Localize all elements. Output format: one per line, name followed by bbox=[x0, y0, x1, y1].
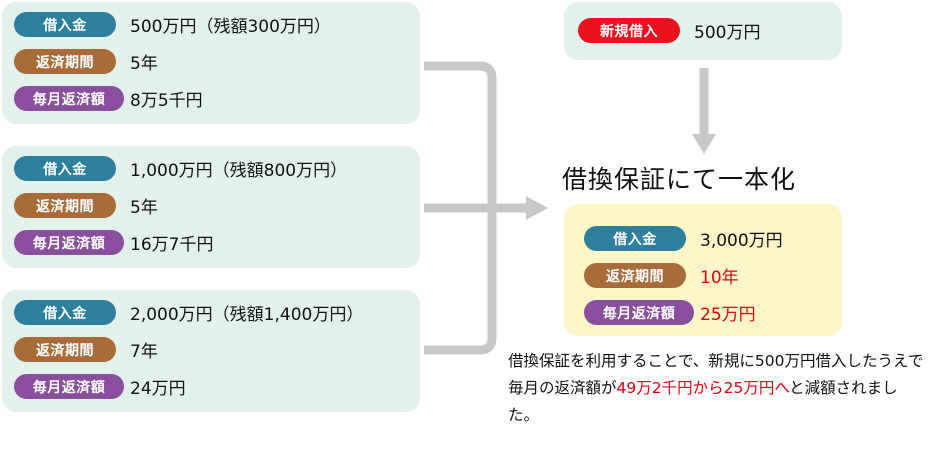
loan-1-amount: 500万円（残額300万円） bbox=[130, 17, 331, 37]
monthly-label-pill: 毎月返済額 bbox=[14, 374, 124, 399]
note-text-1: 借換保証を利用することで、新規に500万円借入したうえで毎月の返済額が bbox=[508, 352, 924, 397]
loan-3-monthly: 24万円 bbox=[130, 379, 186, 399]
loan-2-monthly: 16万7千円 bbox=[130, 235, 214, 255]
loan-1-term: 5年 bbox=[130, 54, 158, 74]
loan-label-pill: 借入金 bbox=[14, 300, 116, 325]
loan-2-monthly-row: 毎月返済額 16万7千円 bbox=[14, 230, 213, 255]
consolidated-amount-row: 借入金 3,000万円 bbox=[584, 226, 783, 251]
consolidated-card: 借入金 3,000万円 返済期間 10年 毎月返済額 25万円 bbox=[564, 204, 842, 336]
loan-2-term: 5年 bbox=[130, 198, 158, 218]
consolidated-monthly-row: 毎月返済額 25万円 bbox=[584, 300, 756, 325]
consolidated-monthly: 25万円 bbox=[700, 305, 756, 325]
loan-2-amount-row: 借入金 1,000万円（残額800万円） bbox=[14, 156, 347, 181]
note-text-2: と減額されました。 bbox=[508, 379, 898, 424]
new-loan-card: 新規借入 500万円 bbox=[564, 2, 842, 60]
consolidated-amount: 3,000万円 bbox=[700, 231, 783, 251]
loan-1-term-row: 返済期間 5年 bbox=[14, 49, 158, 74]
monthly-label-pill: 毎月返済額 bbox=[584, 300, 694, 325]
arrow-right-head bbox=[526, 196, 548, 220]
monthly-label-pill: 毎月返済額 bbox=[14, 230, 124, 255]
consolidation-heading: 借換保証にて一本化 bbox=[562, 165, 797, 194]
term-label-pill: 返済期間 bbox=[14, 193, 116, 218]
new-loan-amount: 500万円 bbox=[694, 23, 761, 43]
loan-3-amount: 2,000万円（残額1,400万円） bbox=[130, 305, 364, 325]
loan-label-pill: 借入金 bbox=[14, 12, 116, 37]
loan-label-pill: 借入金 bbox=[14, 156, 116, 181]
loan-1-amount-row: 借入金 500万円（残額300万円） bbox=[14, 12, 331, 37]
loan-label-pill: 借入金 bbox=[584, 226, 686, 251]
term-label-pill: 返済期間 bbox=[14, 337, 116, 362]
arrow-down-head bbox=[692, 134, 716, 154]
consolidated-term: 10年 bbox=[700, 268, 739, 288]
loan-2-amount: 1,000万円（残額800万円） bbox=[130, 161, 348, 181]
loan-card-3: 借入金 2,000万円（残額1,400万円） 返済期間 7年 毎月返済額 24万… bbox=[2, 290, 420, 412]
note-highlight: 49万2千円から25万円へ bbox=[616, 379, 790, 397]
loan-1-monthly-row: 毎月返済額 8万5千円 bbox=[14, 86, 203, 111]
loan-3-monthly-row: 毎月返済額 24万円 bbox=[14, 374, 186, 399]
consolidated-term-row: 返済期間 10年 bbox=[584, 263, 739, 288]
new-loan-label-pill: 新規借入 bbox=[578, 18, 680, 43]
term-label-pill: 返済期間 bbox=[14, 49, 116, 74]
term-label-pill: 返済期間 bbox=[584, 263, 686, 288]
loan-3-term: 7年 bbox=[130, 342, 158, 362]
monthly-label-pill: 毎月返済額 bbox=[14, 86, 124, 111]
loan-1-monthly: 8万5千円 bbox=[130, 91, 203, 111]
loan-card-2: 借入金 1,000万円（残額800万円） 返済期間 5年 毎月返済額 16万7千… bbox=[2, 146, 420, 268]
summary-note: 借換保証を利用することで、新規に500万円借入したうえで毎月の返済額が49万2千… bbox=[508, 348, 928, 429]
new-loan-row: 新規借入 500万円 bbox=[578, 18, 760, 43]
loan-3-amount-row: 借入金 2,000万円（残額1,400万円） bbox=[14, 300, 363, 325]
loan-2-term-row: 返済期間 5年 bbox=[14, 193, 158, 218]
loan-3-term-row: 返済期間 7年 bbox=[14, 337, 158, 362]
loan-card-1: 借入金 500万円（残額300万円） 返済期間 5年 毎月返済額 8万5千円 bbox=[2, 2, 420, 124]
